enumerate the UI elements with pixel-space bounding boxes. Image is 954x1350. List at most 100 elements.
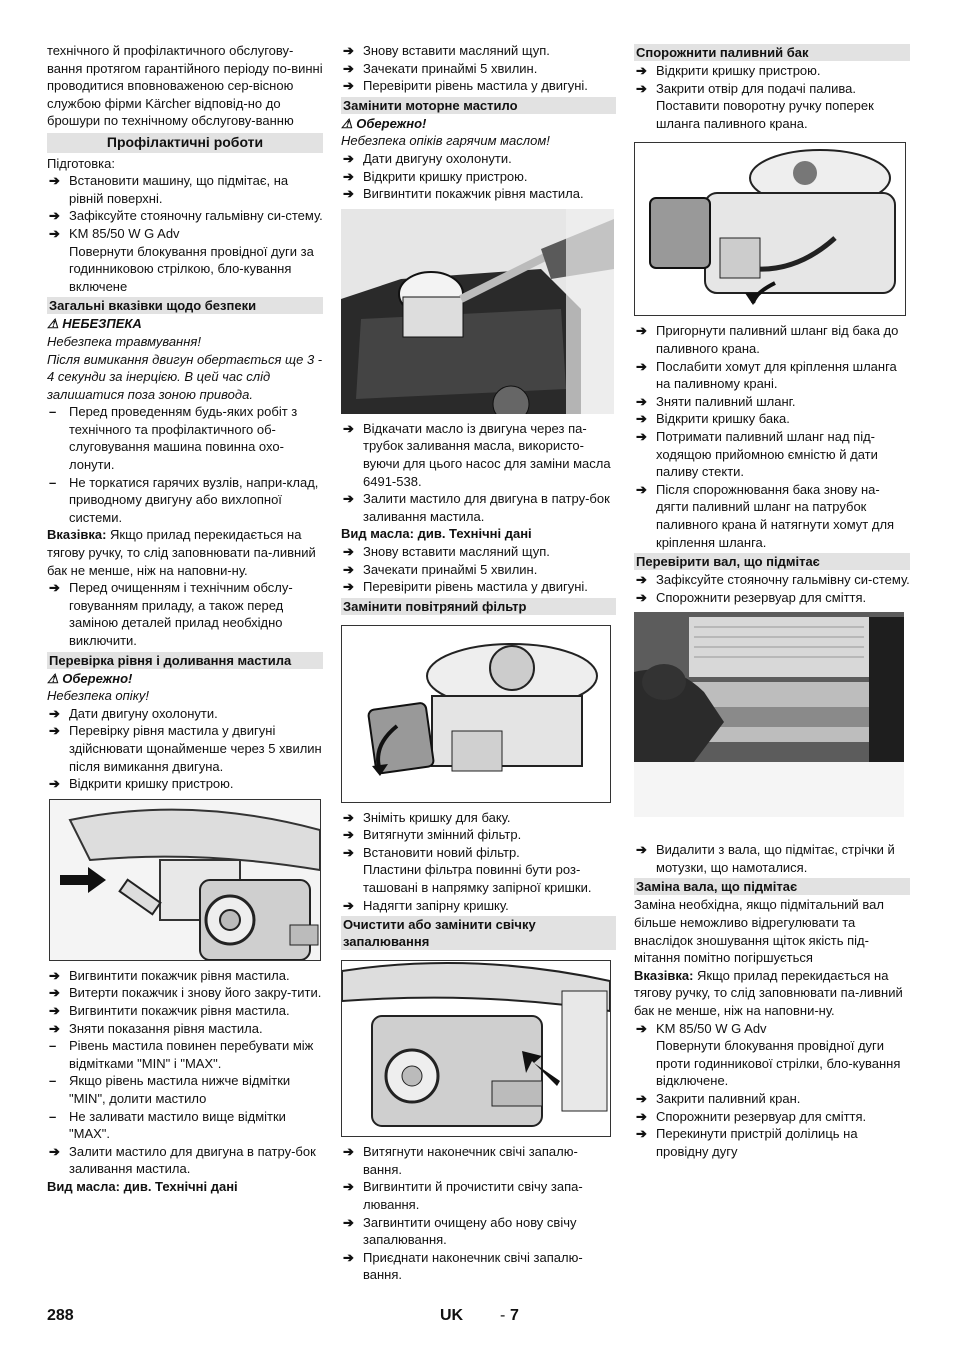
arrow-icon: ➔ (343, 150, 354, 166)
arrow-icon: ➔ (343, 43, 354, 58)
heading-shaft-check: Перевірити вал, що підмітає (634, 553, 910, 571)
arrow-icon: ➔ (636, 589, 647, 605)
caution-label: ⚠ Обережно! (341, 115, 427, 131)
list-item: ➔Перевірити рівень мастила у двигуні. (343, 579, 588, 595)
arrow-icon: ➔ (49, 225, 60, 241)
sub-text: Поставити поворотну ручку поперек шланга… (656, 98, 874, 131)
heading-air-filter: Замінити повітряний фільтр (341, 597, 616, 615)
list-item: –Не торкатися гарячих вузлів, напри-клад… (49, 474, 319, 525)
arrow-icon: ➔ (49, 208, 60, 224)
oil-type: Вид масла: див. Технічні дані (341, 526, 532, 542)
list-item: ➔Спорожнити резервуар для сміття. (636, 1108, 867, 1124)
list-item: ➔Потримати паливний шланг над під-ходящо… (636, 428, 878, 480)
arrow-icon: ➔ (636, 1091, 647, 1106)
list-item: ➔Зніміть кришку для баку. (343, 809, 511, 825)
list-item: ➔Зачекати принаймі 5 хвилин. (343, 561, 538, 577)
arrow-icon: ➔ (343, 60, 354, 76)
list-item: ➔Пригорнути паливний шланг від бака до п… (636, 323, 899, 356)
heading-safety: Загальні вказівки щодо безпеки (47, 297, 323, 315)
list-item: ➔Вигвинтити покажчик рівня мастила. (343, 186, 584, 202)
arrow-icon: ➔ (49, 723, 60, 739)
sweeping-roller-photo (634, 612, 904, 818)
arrow-icon: ➔ (636, 80, 647, 96)
danger-text: Після вимикання двигун обертається ще 3 … (47, 351, 323, 402)
heading-spark-plug: Очистити або замінити свічку запалювання (341, 916, 616, 951)
heading-shaft-replace: Заміна вала, що підмітає (634, 878, 910, 896)
arrow-icon: ➔ (49, 173, 60, 189)
caution-text: Небезпека опіку! (47, 688, 149, 704)
list-item: ➔Встановити новий фільтр. (343, 844, 520, 860)
list-item: ➔Спорожнити резервуар для сміття. (636, 589, 867, 605)
list-item: ➔Вигвинтити й прочистити свічу запа-люва… (343, 1179, 583, 1213)
list-item: –Рівень мастила повинен перебувати між в… (49, 1038, 314, 1071)
column-1: технічного й профілактичного обслугову-в… (47, 42, 323, 1195)
arrow-icon: ➔ (636, 393, 647, 409)
arrow-icon: ➔ (636, 63, 647, 78)
list-item: ➔Зафіксуйте стояночну гальмівну си-стему… (49, 208, 323, 224)
dipstick-illustration (49, 798, 321, 961)
list-item: ➔Залити мастило для двигуна в патру-бок … (49, 1143, 316, 1177)
list-item: ➔Знову вставити масляний щуп. (343, 543, 550, 559)
sub-text: Повернути блокування провідної дуги за г… (69, 243, 314, 294)
list-item: ➔Відкачати масло із двигуна через па-тру… (343, 420, 611, 489)
arrow-icon: ➔ (343, 579, 354, 595)
list-item: ➔Зафіксуйте стояночну гальмівну си-стему… (636, 572, 910, 588)
heading-fuel-tank: Спорожнити паливний бак (634, 44, 910, 61)
list-item: ➔Відкрити кришку пристрою. (49, 776, 234, 792)
list-item: ➔Відкрити кришку пристрою. (636, 63, 821, 78)
caution-label: ⚠ Обережно! (47, 670, 133, 686)
arrow-icon: ➔ (343, 561, 354, 577)
list-item: –Якщо рівень мастила нижче відмітки "MIN… (49, 1073, 291, 1106)
arrow-icon: ➔ (343, 1249, 354, 1265)
list-item: ➔Зняти показання рівня мастила. (49, 1020, 263, 1036)
arrow-icon: ➔ (636, 428, 647, 444)
arrow-icon: ➔ (343, 1214, 354, 1230)
arrow-icon: ➔ (343, 809, 354, 825)
list-item: ➔Закрити паливний кран. (636, 1091, 801, 1106)
arrow-icon: ➔ (343, 1144, 354, 1160)
page-number: 288 (47, 1307, 74, 1324)
arrow-icon: ➔ (636, 411, 647, 427)
intro-text: технічного й профілактичного обслугову-в… (47, 43, 323, 129)
caution-text: Небезпека опіків гарячим маслом! (341, 133, 550, 149)
arrow-icon: ➔ (636, 481, 647, 497)
arrow-icon: ➔ (636, 1020, 647, 1036)
list-item: ➔Перед очищенням і технічним обслу-говув… (49, 580, 293, 648)
arrow-icon: ➔ (49, 1143, 60, 1159)
dash-icon: – (49, 1073, 57, 1089)
arrow-icon: ➔ (636, 572, 647, 588)
oil-pump-photo (341, 208, 614, 414)
list-item: ➔Перевірку рівня мастила у двигуні здійс… (49, 723, 322, 774)
list-item: –Не заливати мастило вище відмітки "MAX"… (49, 1108, 286, 1142)
list-item: ➔Витягнути наконечник свічі запалю-вання… (343, 1144, 578, 1177)
arrow-icon: ➔ (343, 186, 354, 202)
list-item: ➔Надягти запірну кришку. (343, 897, 509, 913)
spark-plug-illustration (341, 960, 611, 1138)
arrow-icon: ➔ (49, 1002, 60, 1018)
sub-text: Повернути блокування провідної дуги прот… (656, 1038, 901, 1089)
arrow-icon: ➔ (49, 705, 60, 721)
list-item: ➔Приєднати наконечник свічі запалю-вання… (343, 1249, 583, 1283)
dash-icon: – (49, 1108, 57, 1124)
arrow-icon: ➔ (343, 543, 354, 559)
dash-icon: – (49, 474, 57, 490)
list-item: ➔Зняти паливний шланг. (636, 393, 796, 409)
replace-text: Заміна необхідна, якщо підмітальний вал … (634, 897, 884, 966)
fuel-hose-illustration (634, 142, 906, 317)
list-item: ➔Зачекати принаймі 5 хвилин. (343, 60, 538, 76)
arrow-icon: ➔ (636, 358, 647, 374)
list-item: ➔Відкрити кришку бака. (636, 411, 790, 427)
note: Вказівка: Якщо прилад перекидається на т… (47, 527, 316, 578)
arrow-icon: ➔ (343, 1179, 354, 1195)
arrow-icon: ➔ (343, 827, 354, 843)
list-item: ➔Дати двигуну охолонути. (343, 150, 512, 166)
prep-label: Підготовка: (47, 155, 115, 171)
arrow-icon: ➔ (343, 168, 354, 184)
list-item: ➔Витерти покажчик і знову його закру-тит… (49, 985, 322, 1001)
list-item: ➔KM 85/50 W G Adv (636, 1020, 767, 1036)
list-item: ➔Загвинтити очищену або нову свічу запал… (343, 1214, 577, 1248)
arrow-icon: ➔ (343, 844, 354, 860)
arrow-icon: ➔ (49, 1020, 60, 1036)
danger-text: Небезпека травмування! (47, 333, 201, 349)
list-item: ➔Після спорожнювання бака знову на-дягти… (636, 481, 895, 550)
